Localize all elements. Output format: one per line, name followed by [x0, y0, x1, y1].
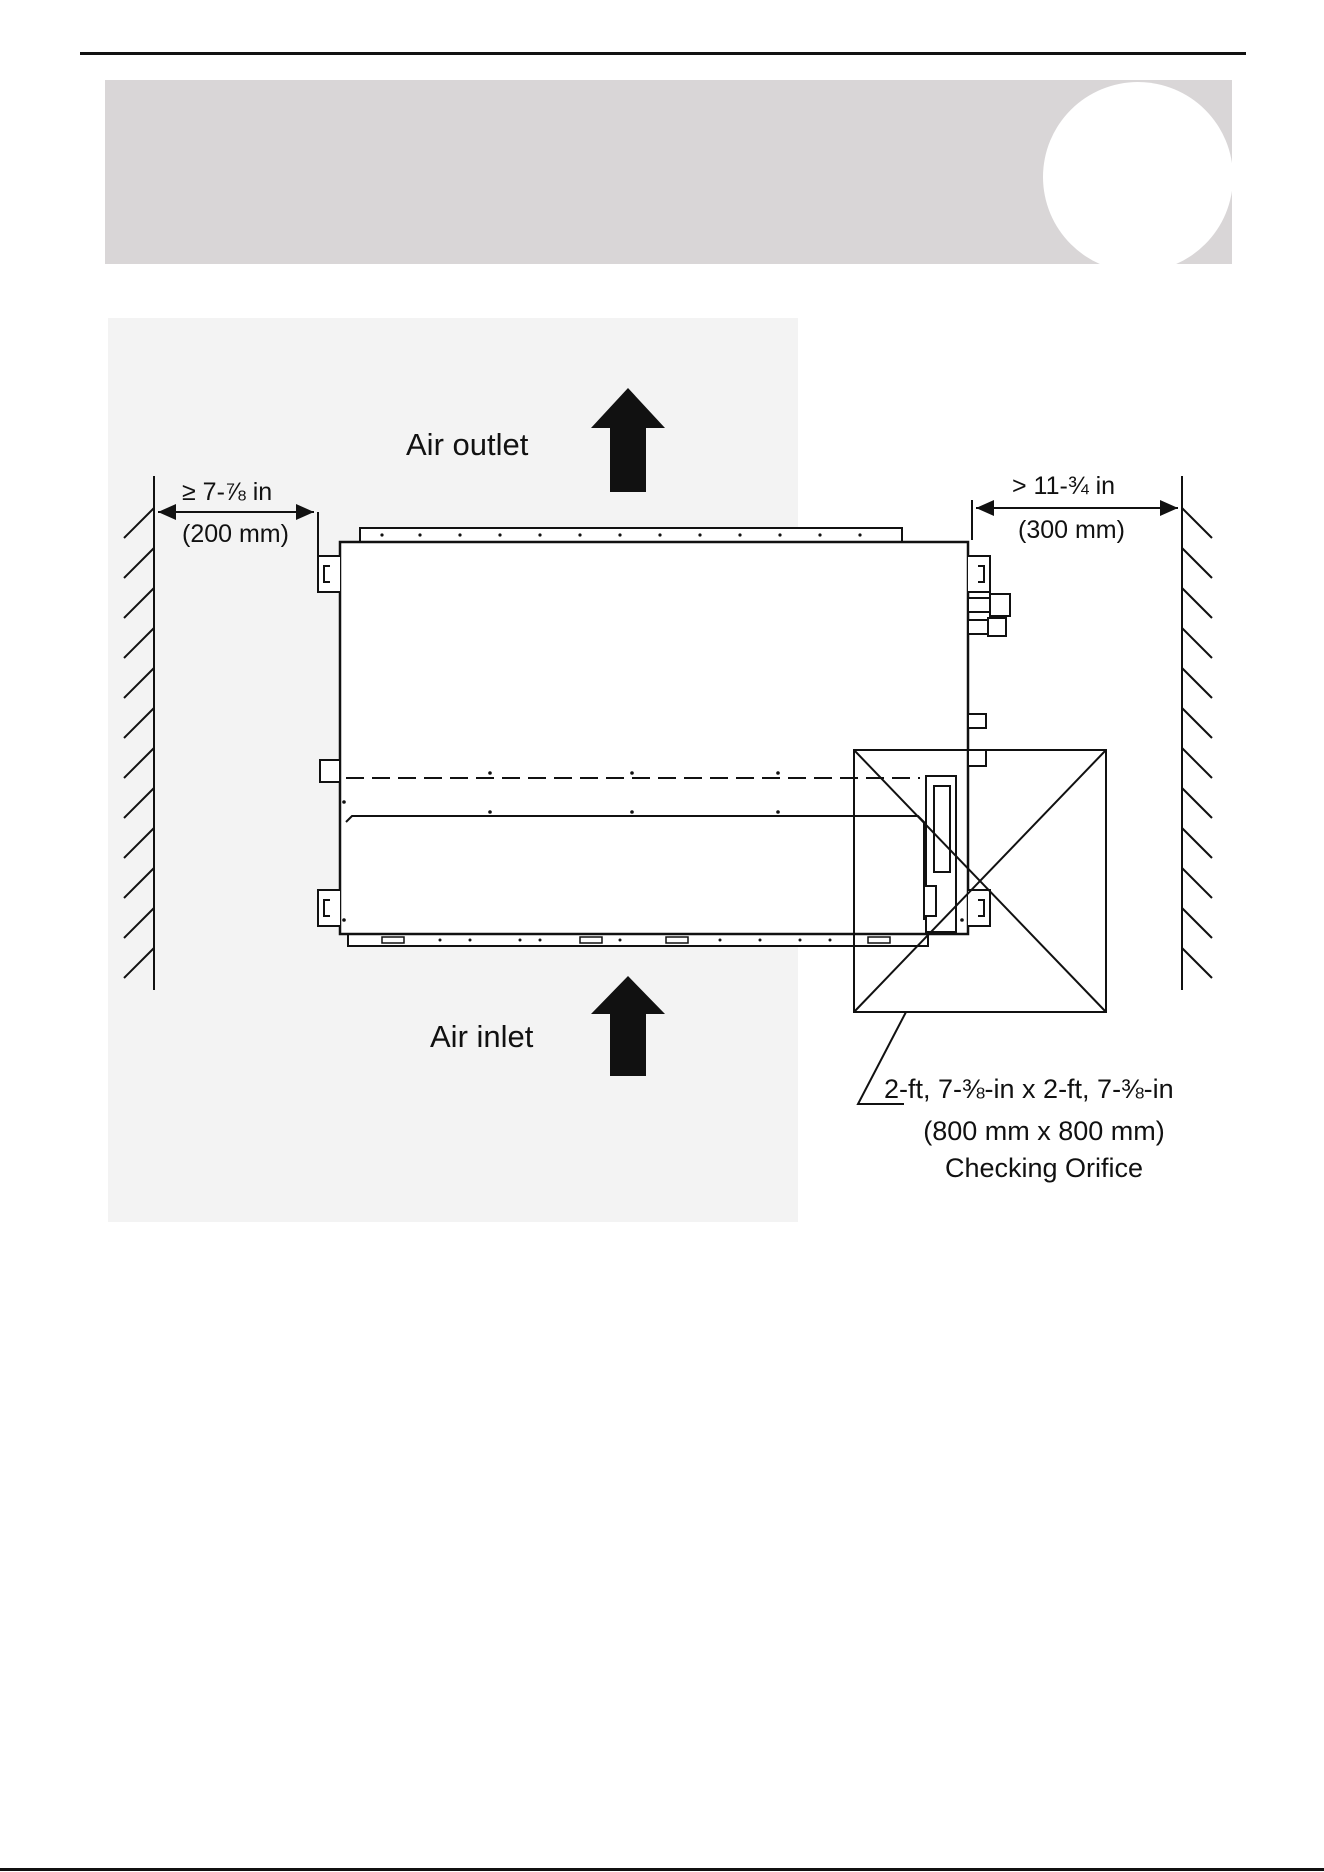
right-clearance-dimension: > 11-¾ in (300 mm): [972, 472, 1178, 544]
air-outlet: Air outlet: [406, 388, 665, 492]
left-wall-hatching: [124, 508, 154, 978]
left-clearance-imperial: ≥ 7-⅞ in: [182, 478, 272, 506]
orifice-size-metric: (800 mm x 800 mm): [923, 1116, 1165, 1146]
right-clearance-imperial: > 11-¾ in: [1012, 472, 1115, 500]
air-outlet-arrow: [591, 388, 665, 492]
left-clearance-metric: (200 mm): [182, 520, 289, 548]
orifice-name: Checking Orifice: [945, 1153, 1143, 1183]
pipe-connections: [968, 594, 1010, 766]
air-inlet-arrow: [591, 976, 665, 1076]
bottom-flange: [348, 934, 928, 946]
unit-body: [340, 542, 968, 934]
air-inlet: Air inlet: [430, 976, 665, 1076]
right-wall: [1182, 476, 1212, 990]
right-wall-hatching: [1182, 508, 1212, 978]
left-clearance-dimension: ≥ 7-⅞ in (200 mm): [158, 478, 318, 560]
control-box: [924, 776, 956, 932]
hanger-brackets-left: [318, 556, 340, 926]
air-inlet-label: Air inlet: [430, 1019, 534, 1054]
orifice-size-imperial: 2-ft, 7-⅜-in x 2-ft, 7-⅜-in: [884, 1074, 1174, 1104]
air-outlet-label: Air outlet: [406, 427, 529, 462]
indoor-unit: [318, 528, 1010, 946]
bottom-rule: [0, 1868, 1324, 1871]
left-wall: [124, 476, 154, 990]
right-clearance-metric: (300 mm): [1018, 516, 1125, 544]
